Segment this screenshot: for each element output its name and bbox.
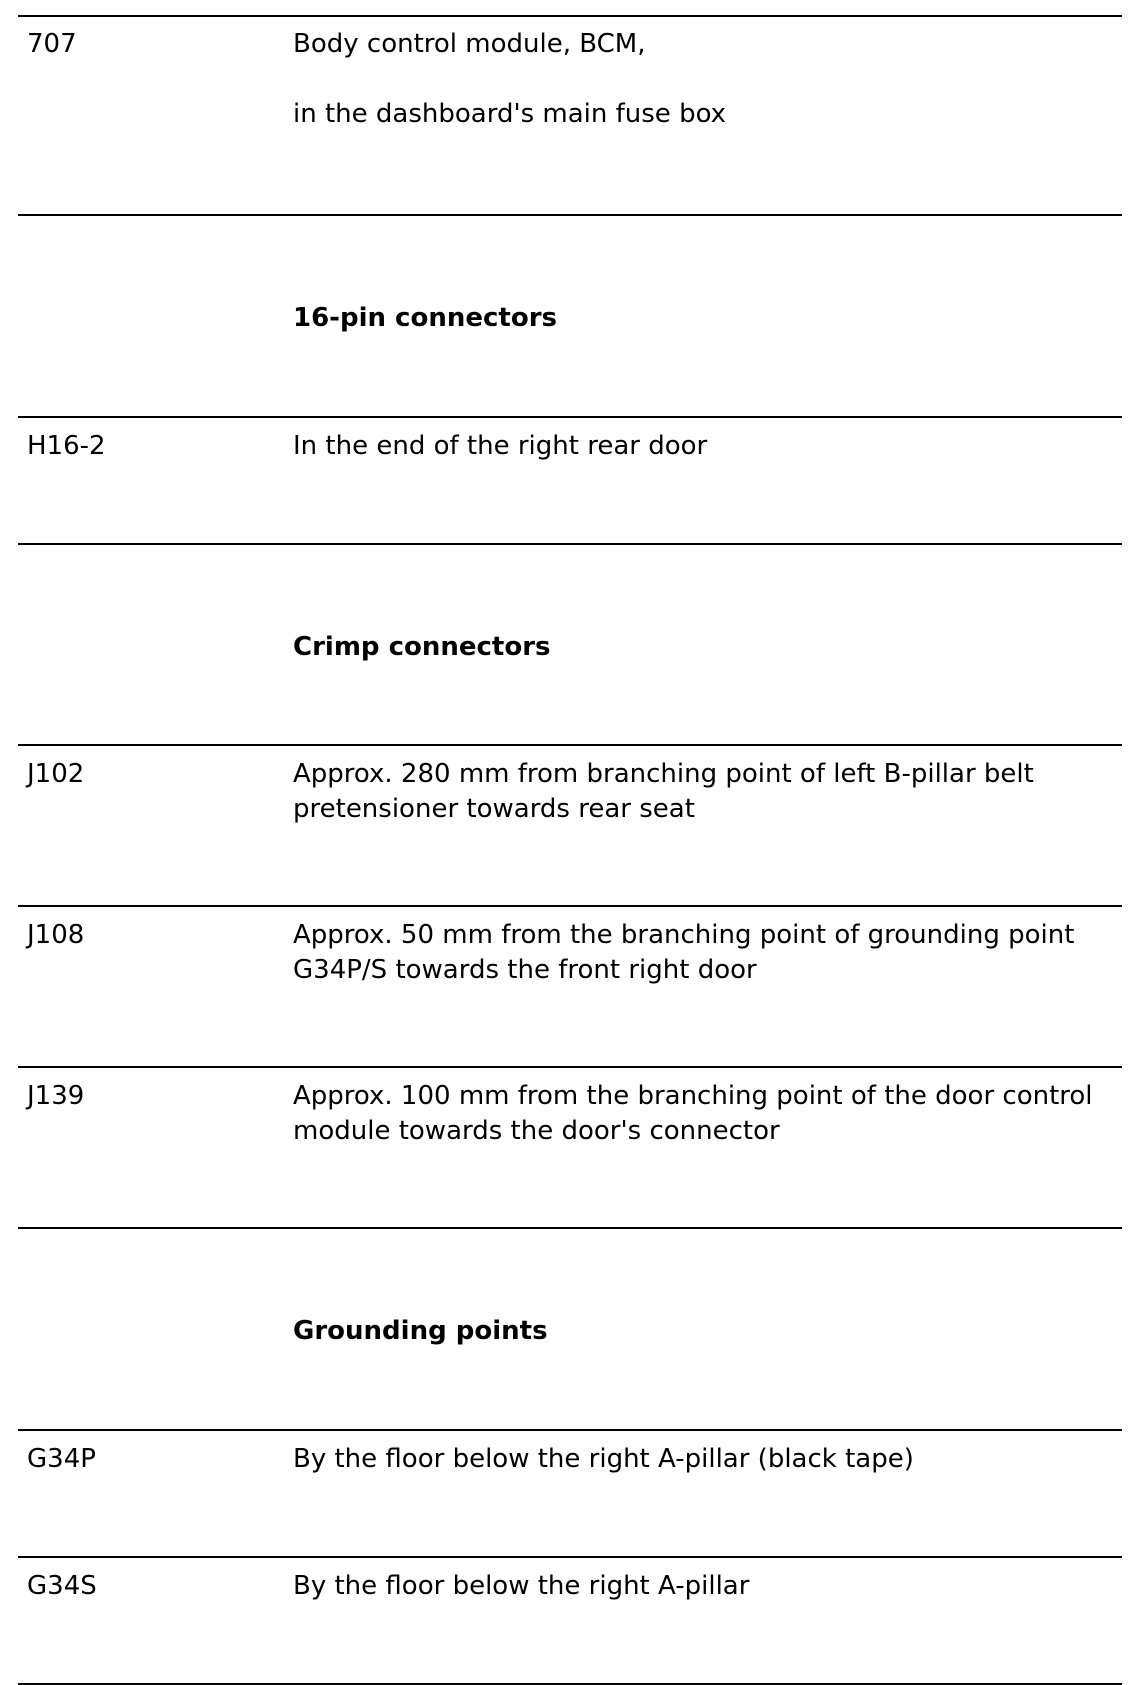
row-divider: [18, 416, 1122, 418]
section-heading: Crimp connectors: [293, 632, 551, 662]
component-description: Body control module, BCM, in the dashboa…: [293, 27, 1118, 132]
component-description: Approx. 50 mm from the branching point o…: [293, 920, 1075, 985]
row-divider: [18, 15, 1122, 17]
row-divider: [18, 905, 1122, 907]
row-divider: [18, 214, 1122, 216]
section-heading: Grounding points: [293, 1316, 548, 1346]
section-heading: 16-pin connectors: [293, 303, 557, 333]
component-code: J108: [27, 920, 85, 950]
component-code: G34P: [27, 1444, 96, 1474]
row-divider: [18, 1429, 1122, 1431]
row-divider: [18, 1556, 1122, 1558]
row-divider: [18, 543, 1122, 545]
row-divider: [18, 1227, 1122, 1229]
description-line: in the dashboard's main fuse box: [293, 99, 727, 129]
description-line: Body control module, BCM,: [293, 29, 646, 59]
component-description: In the end of the right rear door: [293, 431, 708, 461]
component-description: Approx. 100 mm from the branching point …: [293, 1081, 1093, 1146]
component-code: 707: [27, 29, 77, 59]
component-code: J139: [27, 1081, 85, 1111]
component-code: H16-2: [27, 431, 106, 461]
row-divider: [18, 744, 1122, 746]
row-divider: [18, 1066, 1122, 1068]
component-code: G34S: [27, 1571, 97, 1601]
component-description: By the floor below the right A-pillar (b…: [293, 1444, 914, 1474]
component-code: J102: [27, 759, 85, 789]
component-description: Approx. 280 mm from branching point of l…: [293, 759, 1034, 824]
component-description: By the floor below the right A-pillar: [293, 1571, 750, 1601]
